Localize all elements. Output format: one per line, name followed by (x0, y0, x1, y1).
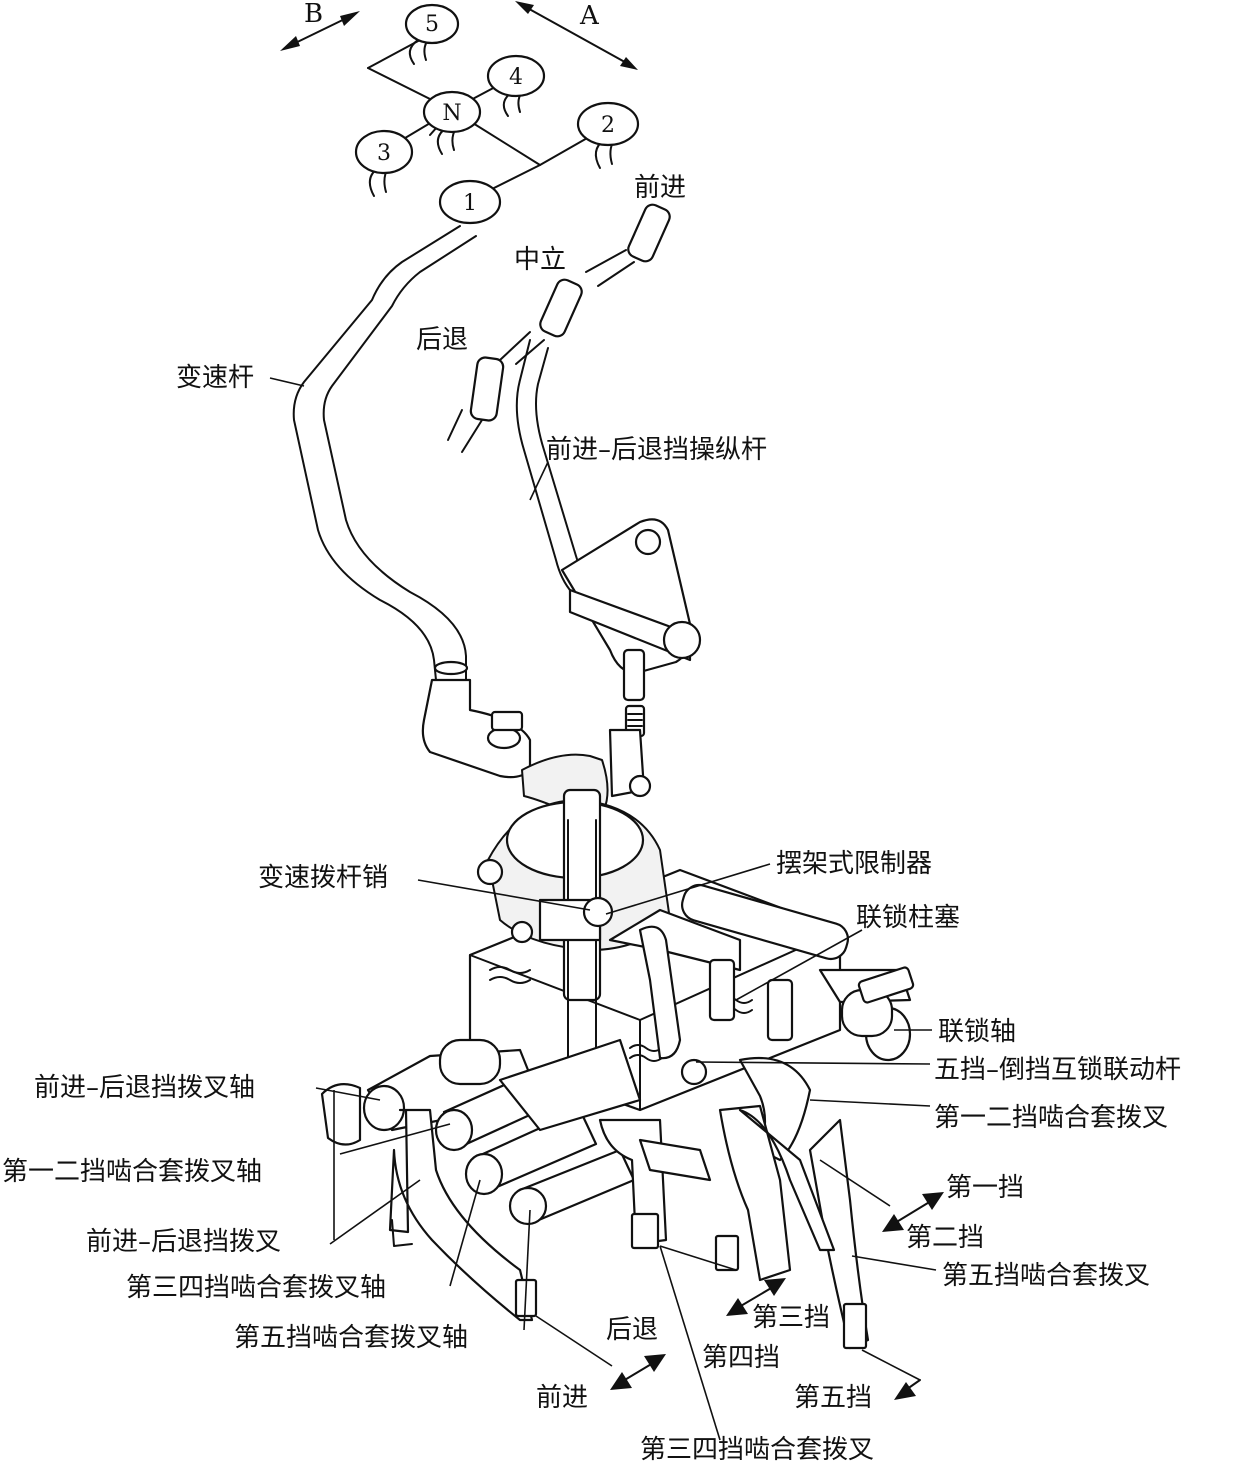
label-fr-control-lever: 前进–后退挡操纵杆 (546, 435, 767, 465)
label-fork-shaft-3-4: 第三四挡啮合套拨叉轴 (126, 1273, 386, 1303)
knob-1 (438, 179, 502, 225)
fork-5 (738, 1108, 870, 1350)
label-fr-fork: 前进–后退挡拨叉 (86, 1227, 281, 1257)
arrow-reverse-forward (610, 1354, 666, 1390)
direction-arrow-a (515, 1, 638, 70)
fr-lever-positions (447, 203, 671, 453)
label-gear-5: 第五挡 (794, 1383, 872, 1413)
knob-4 (486, 54, 546, 117)
knob-3 (354, 129, 414, 197)
direction-label-a: A (579, 1, 600, 31)
fork-1-2 (714, 1056, 812, 1282)
label-fr-fork-shaft: 前进–后退挡拨叉轴 (34, 1073, 255, 1103)
label-fork-shaft-1-2: 第一二挡啮合套拨叉轴 (2, 1157, 262, 1187)
label-interlock-shaft: 联锁轴 (938, 1017, 1016, 1047)
gate-label-4: 4 (509, 65, 523, 90)
label-fork-5: 第五挡啮合套拨叉 (942, 1261, 1150, 1291)
label-fork-shaft-5: 第五挡啮合套拨叉轴 (234, 1323, 468, 1353)
label-shift-lever: 变速杆 (176, 363, 254, 393)
label-bottom-reverse: 后退 (606, 1315, 658, 1345)
shift-gate-pattern (367, 39, 611, 201)
fork-3-4 (598, 1118, 712, 1250)
leader-lines (269, 377, 937, 1441)
direction-arrow-b (280, 11, 360, 51)
knob-n (422, 90, 482, 155)
arrow-gear-3-4 (726, 1278, 786, 1316)
shift-lever (292, 225, 477, 681)
direction-label-b: B (304, 0, 323, 29)
fr-control-lever (515, 339, 702, 738)
label-reverse: 后退 (416, 325, 468, 355)
housing-block (468, 788, 915, 1112)
gate-label-n: N (442, 101, 461, 126)
knob-5 (404, 3, 460, 65)
label-gear-4: 第四挡 (702, 1343, 780, 1373)
label-interlock-plunger: 联锁柱塞 (856, 903, 960, 933)
knob-2 (576, 101, 640, 169)
gate-label-5: 5 (425, 12, 439, 37)
label-forward: 前进 (634, 173, 686, 203)
label-gear-1: 第一挡 (946, 1173, 1024, 1203)
label-fifth-reverse-link: 五挡–倒挡互锁联动杆 (934, 1055, 1181, 1085)
arrow-gear-1-2 (882, 1192, 944, 1232)
label-shift-pin: 变速拨杆销 (258, 863, 388, 893)
label-gear-2: 第二挡 (906, 1223, 984, 1253)
arrow-gear-5 (894, 1379, 921, 1400)
label-gear-3: 第三挡 (752, 1303, 830, 1333)
gate-label-2: 2 (601, 113, 615, 138)
label-fork-3-4: 第三四挡啮合套拨叉 (640, 1435, 874, 1465)
label-neutral: 中立 (514, 245, 566, 275)
gate-label-3: 3 (377, 141, 391, 166)
label-bottom-forward: 前进 (536, 1383, 588, 1413)
label-fork-1-2: 第一二挡啮合套拨叉 (934, 1103, 1168, 1133)
upper-linkage (421, 678, 652, 813)
fork-shafts (320, 1038, 642, 1226)
label-swing-limiter: 摆架式限制器 (776, 849, 932, 879)
gate-label-1: 1 (463, 191, 477, 216)
